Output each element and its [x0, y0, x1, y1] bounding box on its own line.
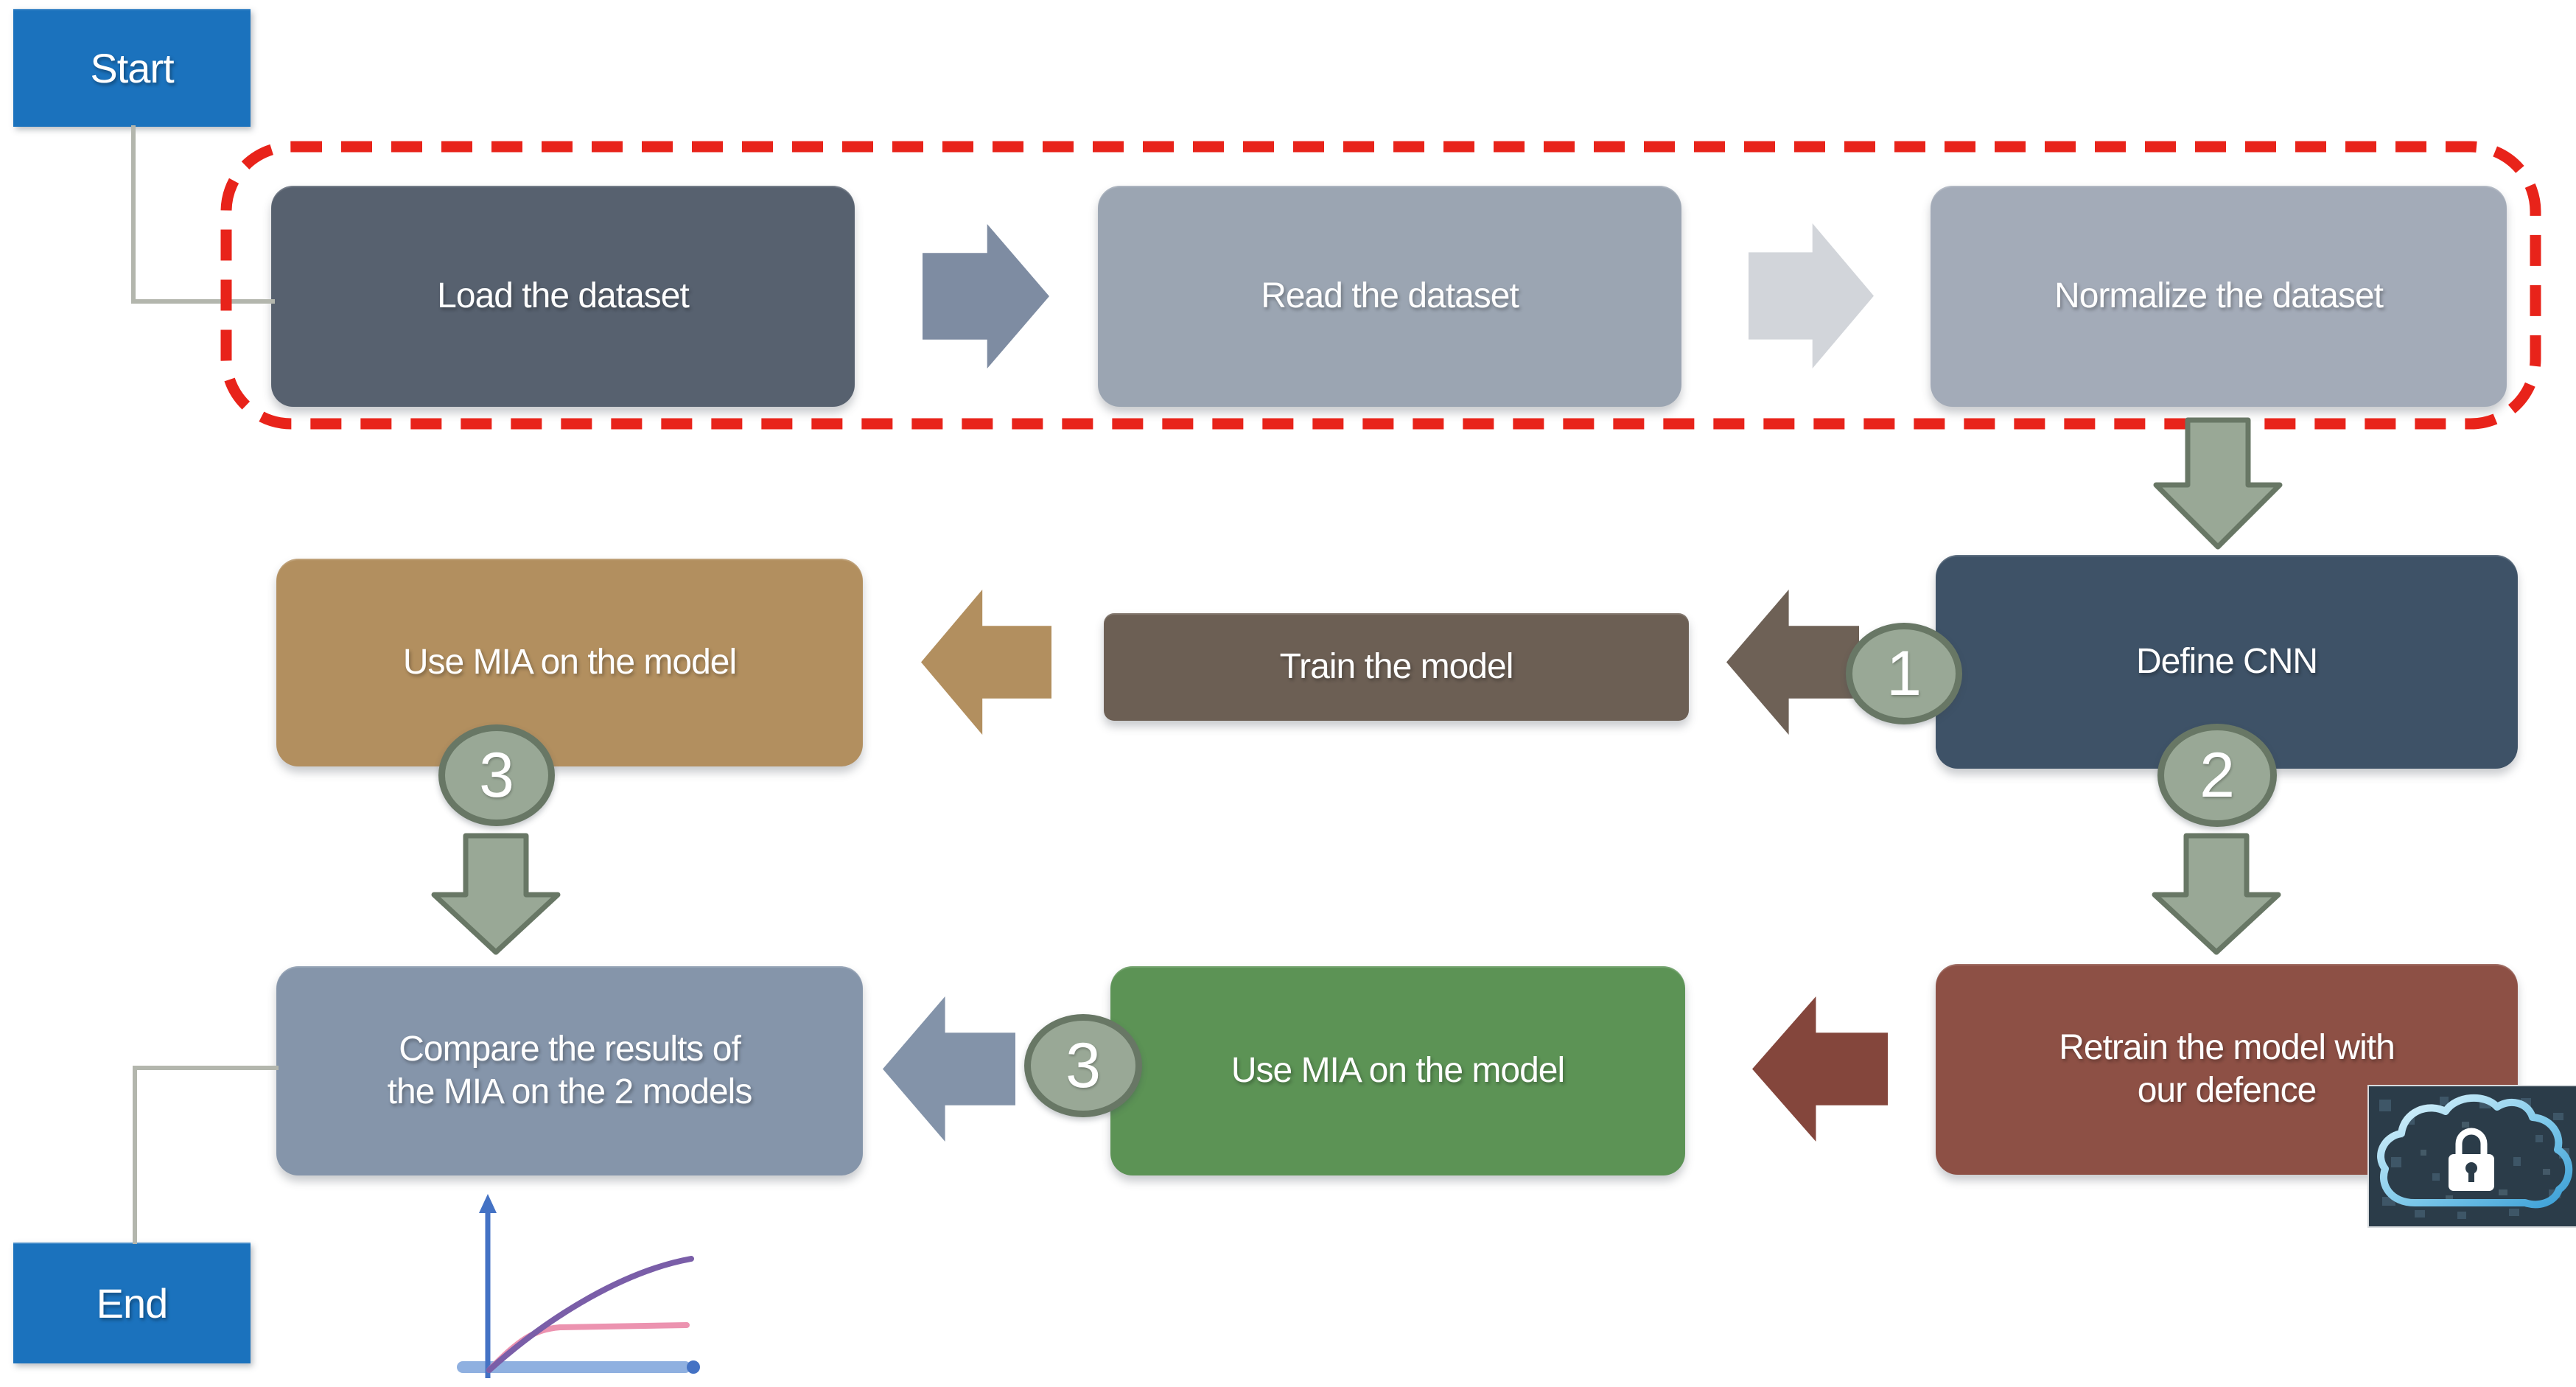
use-mia-defended-node: Use MIA on the model	[1110, 966, 1685, 1175]
end-label: End	[96, 1279, 169, 1327]
compare-results-line2: the MIA on the 2 models	[387, 1072, 753, 1111]
use-mia-original-label: Use MIA on the model	[402, 643, 737, 682]
connector-start-vertical	[131, 125, 136, 304]
train-model-node: Train the model	[1104, 613, 1689, 721]
load-dataset-label: Load the dataset	[437, 276, 690, 315]
use-mia-defended-label: Use MIA on the model	[1231, 1051, 1565, 1090]
retrain-model-line2: our defence	[2137, 1071, 2317, 1110]
step-1-badge: 1	[1846, 623, 1962, 724]
train-model-label: Train the model	[1279, 647, 1514, 686]
cloud-lock-icon	[2369, 1086, 2576, 1226]
read-dataset-label: Read the dataset	[1261, 276, 1519, 315]
retrain-model-line1: Retrain the model with	[2059, 1028, 2395, 1067]
connector-start-horizontal	[131, 299, 275, 304]
step-1-number: 1	[1886, 637, 1922, 709]
arrow-mia-to-compare	[431, 833, 561, 955]
define-cnn-label: Define CNN	[2135, 642, 2318, 681]
padlock-icon	[2449, 1128, 2494, 1191]
compare-results-node: Compare the results of the MIA on the 2 …	[276, 966, 863, 1175]
step-2-number: 2	[2199, 739, 2235, 811]
start-node: Start	[13, 9, 251, 127]
compare-results-line1: Compare the results of	[399, 1030, 741, 1069]
use-mia-original-node: Use MIA on the model	[276, 559, 863, 766]
connector-end-horizontal	[133, 1066, 279, 1070]
arrow-retrain-to-mia2	[1752, 996, 1888, 1142]
step-3-mid-badge: 3	[1024, 1014, 1142, 1117]
normalize-dataset-node: Normalize the dataset	[1931, 186, 2507, 407]
connector-end-vertical	[133, 1066, 137, 1244]
load-dataset-node: Load the dataset	[271, 186, 855, 407]
step-2-badge: 2	[2157, 724, 2277, 827]
read-dataset-node: Read the dataset	[1098, 186, 1681, 407]
end-node: End	[13, 1243, 251, 1363]
cloud-outline	[2377, 1094, 2573, 1209]
step-3-left-badge: 3	[438, 724, 555, 826]
start-label: Start	[90, 44, 174, 91]
step-3-left-number: 3	[479, 739, 514, 811]
arrow-train-to-mia	[921, 590, 1051, 735]
arrow-mia2-to-compare	[883, 996, 1015, 1142]
arrow-define-to-train	[1726, 590, 1859, 735]
comparison-curves-chart-icon	[457, 1194, 700, 1378]
normalize-dataset-label: Normalize the dataset	[2054, 276, 2384, 315]
step-3-mid-number: 3	[1065, 1030, 1101, 1101]
arrow-define-to-retrain	[2152, 833, 2281, 955]
arrow-normalize-to-define	[2153, 417, 2283, 550]
dashed-group-outline	[220, 141, 2541, 430]
